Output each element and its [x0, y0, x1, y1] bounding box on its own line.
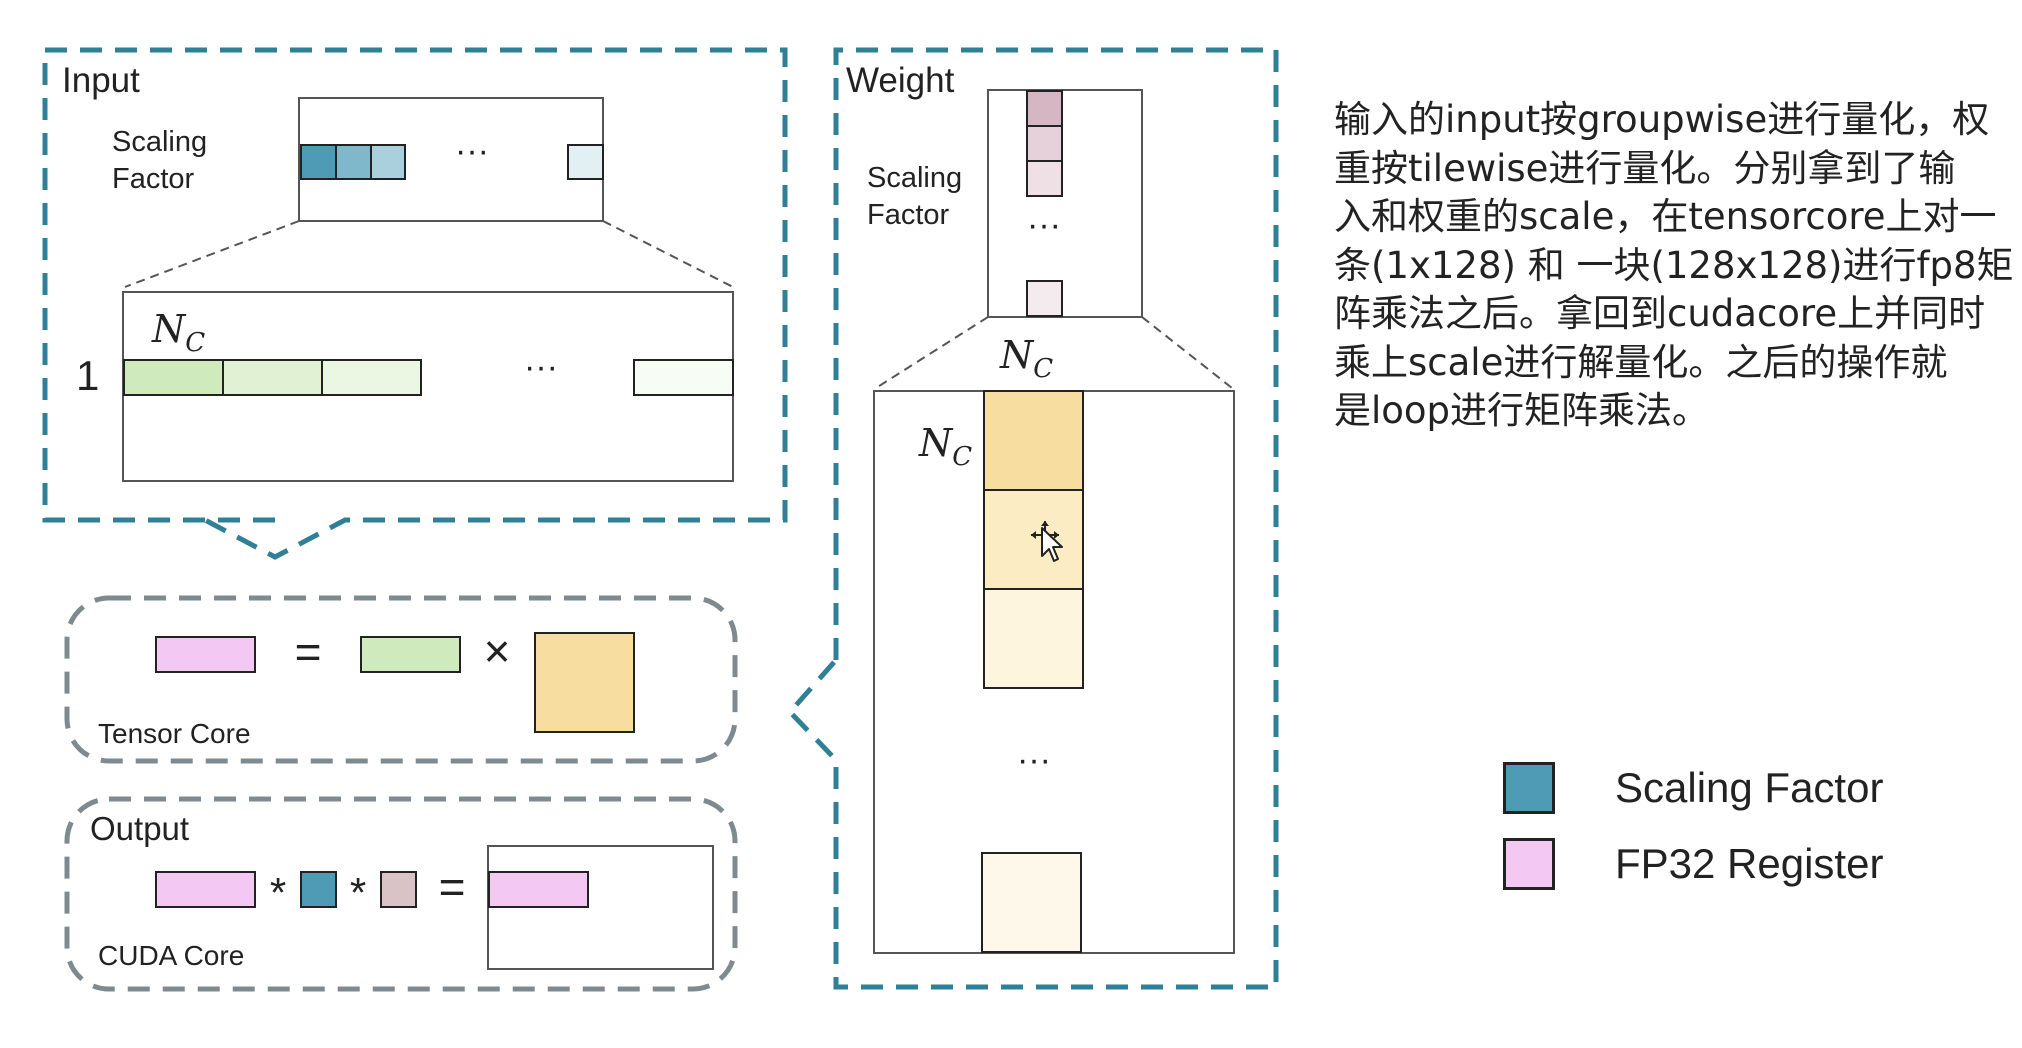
input-group-last [633, 359, 734, 396]
legend-label-scaling-factor: Scaling Factor [1615, 764, 1884, 811]
weight-scaling-container [987, 89, 1143, 318]
input-title: Input [62, 61, 140, 100]
description-line: 入和权重的scale，在tensorcore上对一 [1334, 195, 1997, 238]
description-line: 条(1x128) 和 一块(128x128)进行fp8矩 [1334, 243, 2014, 287]
description-line: 阵乘法之后。拿回到cudacore上并同时 [1334, 292, 1986, 335]
input-scale-cell-3 [370, 144, 406, 180]
weight-zoom-line-right [1141, 316, 1233, 389]
tensor-core-label: Tensor Core [98, 718, 251, 749]
input-group-1 [123, 359, 224, 396]
weight-scale-cell-2 [1026, 125, 1063, 162]
weight-title: Weight [846, 61, 955, 100]
input-scale-ellipsis: ··· [455, 132, 489, 170]
tensor-fp32-result [155, 636, 256, 673]
input-group-2 [222, 359, 323, 396]
output-border [64, 796, 738, 992]
pointer-cursor-icon [1041, 527, 1063, 562]
output-weight-scale [380, 871, 417, 908]
legend-swatch-scaling-factor [1503, 762, 1555, 814]
input-zoom-line-right [602, 220, 734, 288]
input-row-label: 1 [76, 352, 99, 399]
weight-scale-cell-1 [1026, 90, 1063, 127]
output-star-1: * [270, 869, 286, 916]
input-scaling-label-2: Factor [112, 163, 195, 195]
weight-tile-1 [983, 390, 1084, 491]
tensor-input-group [360, 636, 461, 673]
weight-scaling-label-2: Factor [867, 199, 950, 231]
description-line: 输入的input按groupwise进行量化，权 [1334, 98, 1990, 141]
legend-swatch-fp32-register [1503, 838, 1555, 890]
weight-zoom-line-left [875, 316, 989, 389]
input-scale-cell-1 [300, 144, 337, 180]
weight-scale-ellipsis: ··· [1027, 206, 1061, 244]
tensor-core-border [64, 595, 738, 764]
weight-tile-2 [983, 489, 1084, 590]
legend-label-fp32-register: FP32 Register [1615, 840, 1884, 887]
output-title: Output [90, 810, 189, 847]
weight-nc-left-label: NC [918, 421, 972, 472]
weight-detail-ellipsis: ··· [1017, 741, 1051, 779]
weight-nc-top-label: NC [999, 333, 1053, 384]
tensor-times: × [484, 625, 511, 677]
description-text: 输入的input按groupwise进行量化，权重按tilewise进行量化。分… [1334, 96, 2014, 436]
input-group-3 [321, 359, 422, 396]
weight-scaling-label-1: Scaling [867, 162, 962, 194]
tensor-weight-tile [534, 632, 635, 733]
description-line: 乘上scale进行解量化。之后的操作就 [1334, 340, 1948, 384]
output-star-2: * [350, 869, 366, 916]
weight-scale-cell-last [1026, 280, 1063, 317]
weight-tile-last [981, 852, 1082, 953]
output-input-scale [300, 871, 337, 908]
weight-scale-cell-3 [1026, 160, 1063, 197]
output-equals: = [439, 861, 466, 913]
output-result-fp32 [488, 871, 589, 908]
tensor-equals: = [295, 626, 322, 678]
input-scale-cell-2 [335, 144, 372, 180]
output-fp32 [155, 871, 256, 908]
input-zoom-line-left [124, 220, 300, 288]
description-line: 是loop进行矩阵乘法。 [1334, 389, 1710, 432]
input-scaling-label-1: Scaling [112, 126, 207, 158]
input-scale-cell-last [567, 144, 604, 180]
input-panel-border [42, 47, 788, 560]
input-nc-label: NC [151, 307, 205, 358]
weight-panel-border [786, 47, 1279, 990]
description-line: 重按tilewise进行量化。分别拿到了输 [1334, 146, 1956, 190]
weight-tile-3 [983, 588, 1084, 689]
cuda-core-label: CUDA Core [98, 940, 244, 971]
input-detail-ellipsis: ··· [524, 348, 558, 386]
